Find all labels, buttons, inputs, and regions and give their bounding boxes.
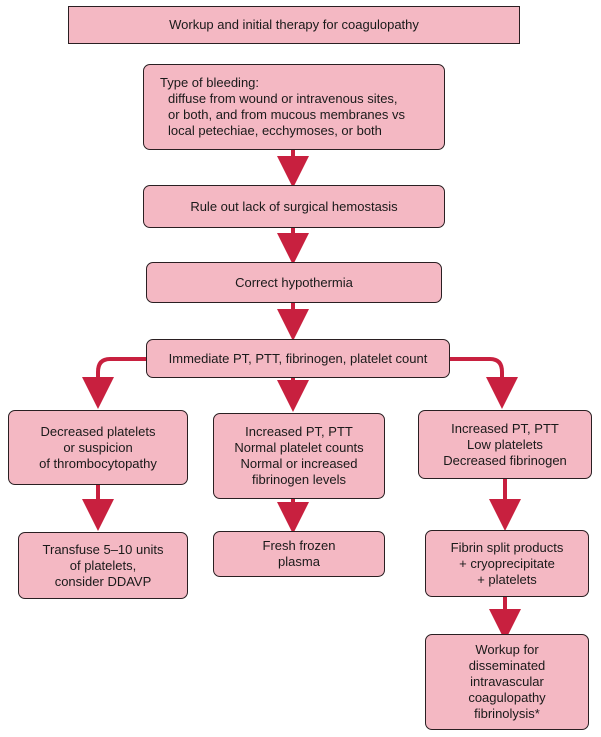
workup-line: coagulopathy: [468, 690, 546, 705]
middle-finding-box: Increased PT, PTT Normal platelet counts…: [213, 413, 385, 499]
left-finding-line: Decreased platelets: [40, 423, 156, 439]
workup-box: Workup for disseminated intravascular co…: [425, 634, 589, 730]
middle-finding-line: Normal platelet counts: [234, 440, 364, 455]
workup-line: intravascular: [470, 674, 544, 689]
surgical-hemostasis-text: Rule out lack of surgical hemostasis: [190, 198, 398, 214]
right-finding-line: Low platelets: [467, 436, 543, 452]
bleeding-type-heading: Type of bleeding:: [160, 75, 260, 90]
arrow-labs-to-right: [450, 357, 518, 409]
middle-finding-line: fibrinogen levels: [252, 472, 346, 487]
labs-box: Immediate PT, PTT, fibrinogen, platelet …: [146, 339, 450, 378]
diagram-title: Workup and initial therapy for coagulopa…: [169, 17, 419, 32]
bleeding-type-line: or both, and from mucous membranes vs: [168, 107, 405, 122]
workup-line: disseminated: [468, 658, 546, 673]
left-finding-line: of thrombocytopathy: [39, 455, 157, 471]
title-box: Workup and initial therapy for coagulopa…: [68, 6, 520, 44]
workup-line: fibrinolysis*: [474, 706, 540, 721]
hypothermia-box: Correct hypothermia: [146, 262, 442, 303]
middle-treatment-box: Fresh frozen plasma: [213, 531, 385, 577]
bleeding-type-line: diffuse from wound or intravenous sites,: [168, 91, 398, 106]
right-finding-line: Increased PT, PTT: [451, 420, 559, 436]
left-treatment-box: Transfuse 5–10 units of platelets, consi…: [18, 532, 188, 599]
bleeding-type-line: local petechiae, ecchymoses, or both: [168, 123, 382, 138]
middle-treatment-line: plasma: [278, 554, 320, 569]
left-treatment-line: consider DDAVP: [54, 573, 152, 589]
middle-treatment-line: Fresh frozen: [262, 538, 336, 553]
right-finding-line: Decreased fibrinogen: [443, 452, 567, 468]
right-treatment-line: + cryoprecipitate: [459, 555, 555, 571]
right-treatment-box: Fibrin split products + cryoprecipitate …: [425, 530, 589, 597]
bleeding-type-box: Type of bleeding: diffuse from wound or …: [143, 64, 445, 150]
right-finding-box: Increased PT, PTT Low platelets Decrease…: [418, 410, 592, 479]
hypothermia-text: Correct hypothermia: [235, 274, 353, 290]
right-treatment-line: + platelets: [477, 571, 537, 587]
left-finding-box: Decreased platelets or suspicion of thro…: [8, 410, 188, 485]
arrow-labs-to-left: [82, 357, 150, 409]
surgical-hemostasis-box: Rule out lack of surgical hemostasis: [143, 185, 445, 228]
middle-finding-line: Normal or increased: [240, 456, 358, 471]
left-treatment-line: Transfuse 5–10 units: [42, 541, 164, 557]
right-treatment-line: Fibrin split products: [450, 539, 564, 555]
labs-text: Immediate PT, PTT, fibrinogen, platelet …: [168, 350, 428, 366]
left-finding-line: or suspicion: [63, 439, 133, 455]
middle-finding-line: Increased PT, PTT: [245, 424, 353, 439]
left-treatment-line: of platelets,: [69, 557, 137, 573]
workup-line: Workup for: [475, 642, 539, 657]
